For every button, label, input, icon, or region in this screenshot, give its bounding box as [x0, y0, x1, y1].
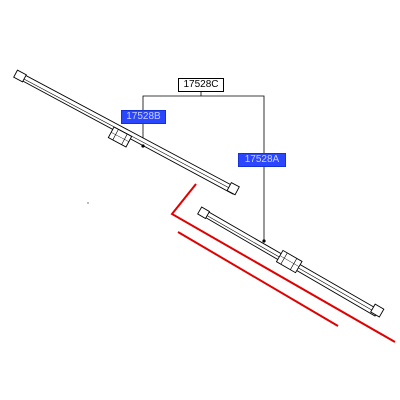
callout-17528b[interactable]: 17528B	[121, 110, 166, 124]
lower-blade-right-cap	[370, 303, 385, 318]
upper-wiper-blade[interactable]	[13, 69, 240, 196]
lower-wiper-blade[interactable]	[197, 206, 385, 318]
upper-blade-right-cap	[226, 181, 240, 196]
upper-blade-leader-dot	[141, 144, 145, 148]
callout-17528c[interactable]: 17528C	[178, 78, 224, 92]
selection-outline	[170, 183, 396, 343]
selection-outline-lower	[177, 231, 339, 327]
stray-mark	[87, 202, 89, 204]
leader-c-bracket	[142, 95, 265, 240]
selection-outline-upper	[170, 183, 396, 343]
upper-blade-left-cap	[13, 69, 27, 83]
callout-17528a[interactable]: 17528A	[238, 153, 286, 167]
lower-blade-adapter	[275, 249, 303, 274]
lower-blade-leader-dot	[262, 239, 266, 243]
upper-blade-adapter	[107, 126, 133, 148]
lower-blade-left-cap	[197, 206, 211, 220]
